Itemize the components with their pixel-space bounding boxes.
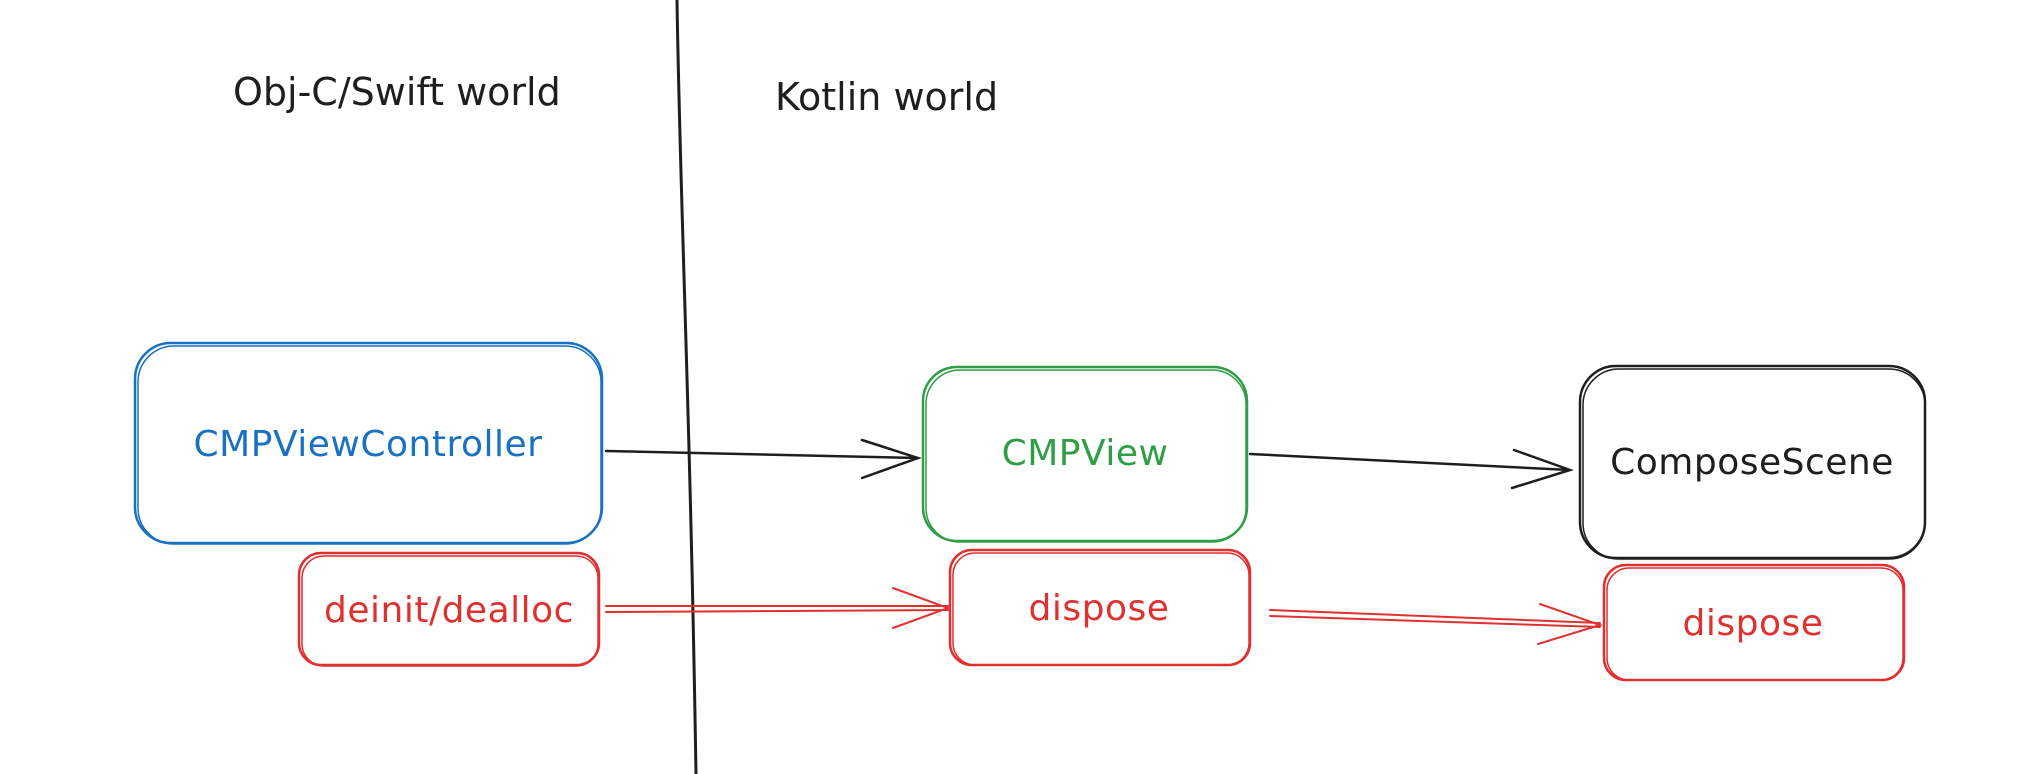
heading-objc-swift-world: Obj-C/Swift world	[233, 70, 561, 114]
node-cmp-view-label: CMPView	[1002, 433, 1169, 474]
node-dispose-scene: dispose	[1602, 563, 1906, 682]
arrow-dispose-to-dispose	[1269, 603, 1604, 645]
heading-kotlin-world: Kotlin world	[775, 75, 998, 119]
node-cmp-view-controller-label: CMPViewController	[194, 424, 543, 465]
node-cmp-view: CMPView	[921, 365, 1249, 543]
node-compose-scene: ComposeScene	[1578, 364, 1927, 560]
node-dispose-view-label: dispose	[1029, 588, 1170, 629]
node-cmp-view-controller: CMPViewController	[133, 341, 604, 545]
node-deinit-dealloc-label: deinit/dealloc	[324, 590, 574, 631]
node-dispose-view: dispose	[948, 548, 1252, 667]
arrow-controller-to-view	[604, 438, 922, 480]
world-divider-line	[675, 0, 698, 774]
arrow-view-to-scene	[1248, 448, 1574, 490]
node-deinit-dealloc: deinit/dealloc	[297, 551, 601, 667]
node-compose-scene-label: ComposeScene	[1610, 442, 1894, 483]
node-dispose-scene-label: dispose	[1683, 603, 1824, 644]
arrow-deinit-to-dispose	[605, 587, 951, 629]
